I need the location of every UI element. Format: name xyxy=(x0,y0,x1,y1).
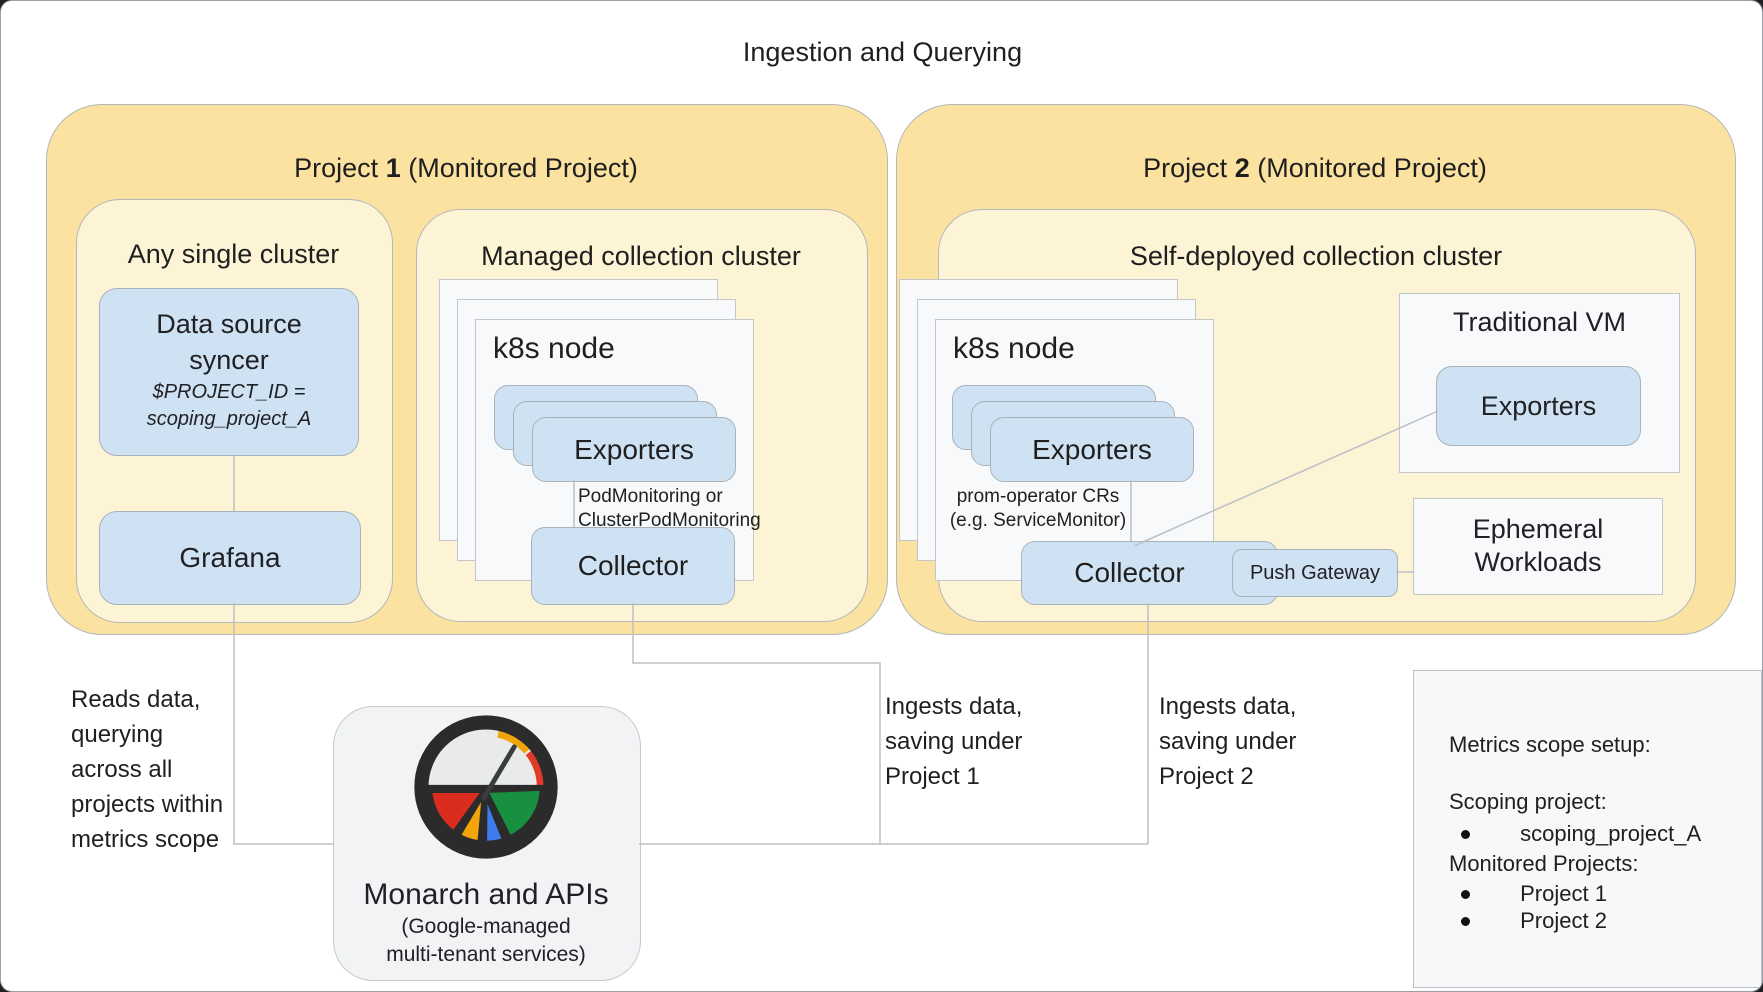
project1-qualifier: (Monitored Project) xyxy=(408,153,638,183)
monarch-subtitle: (Google-managed multi-tenant services) xyxy=(333,913,639,969)
ingest-project1-line1: Ingests data, xyxy=(885,693,1023,720)
traditional-vm-exporters-box: Exporters xyxy=(1436,366,1641,446)
ingest-project2-line1: Ingests data, xyxy=(1159,693,1297,720)
diagram-title: Ingestion and Querying xyxy=(742,37,1023,67)
ingest-project2-line3: Project 2 xyxy=(1159,763,1254,790)
p2-collector-label: Collector xyxy=(1074,557,1185,588)
p1-k8s-node-label: k8s node xyxy=(493,332,615,365)
reads-data-line4: projects within xyxy=(71,791,224,818)
traditional-vm-title: Traditional VM xyxy=(1452,307,1627,337)
p2-prom-operator-note: prom-operator CRs (e.g. ServiceMonitor) xyxy=(949,485,1127,533)
monarch-subtitle-line2: multi-tenant services) xyxy=(386,943,586,966)
data-source-syncer-label-line1: Data source xyxy=(156,309,302,339)
project2-number: 2 xyxy=(1234,153,1250,183)
grafana-box: Grafana xyxy=(99,511,361,605)
project1-header: Project 1 (Monitored Project) xyxy=(46,153,886,184)
push-gateway-box: Push Gateway xyxy=(1232,549,1398,597)
reads-data-line5: metrics scope xyxy=(71,826,220,853)
project2-qualifier: (Monitored Project) xyxy=(1257,153,1487,183)
ephemeral-workloads-line2: Workloads xyxy=(1474,547,1602,577)
metrics-scope-title: Metrics scope setup: xyxy=(1449,732,1651,757)
data-source-syncer-label-line2: syncer xyxy=(189,345,269,375)
monarch-subtitle-line1: (Google-managed xyxy=(401,915,571,938)
p1-exporters-box-front: Exporters xyxy=(532,417,736,482)
ephemeral-workloads-line1: Ephemeral xyxy=(1472,514,1604,544)
data-source-syncer-box: Data source syncer $PROJECT_ID = scoping… xyxy=(99,288,359,456)
p1-collector-box: Collector xyxy=(531,527,735,605)
ingest-project1-line3: Project 1 xyxy=(885,763,980,790)
project2-name: Project xyxy=(1143,153,1228,183)
data-source-syncer-projectid: $PROJECT_ID = xyxy=(152,381,306,403)
monarch-title: Monarch and APIs xyxy=(363,878,609,911)
ingest-project2-label: Ingests data, saving under Project 2 xyxy=(1159,689,1296,794)
any-single-cluster-title: Any single cluster xyxy=(127,239,340,269)
ingest-project2-line2: saving under xyxy=(1159,728,1297,755)
metrics-scope-scoping-label: Scoping project: xyxy=(1449,789,1607,814)
p1-podmonitoring-note-line2: ClusterPodMonitoring xyxy=(578,510,761,531)
metrics-scope-monitored-item2: Project 2 xyxy=(1461,907,1607,933)
bullet-icon xyxy=(1461,829,1470,839)
monitored-project1-value: Project 1 xyxy=(1520,881,1607,907)
data-source-syncer-scoping-project: scoping_project_A xyxy=(146,408,312,430)
metrics-scope-monitored-label: Monitored Projects: xyxy=(1449,851,1639,876)
p2-prom-operator-note-line1: prom-operator CRs xyxy=(956,486,1120,507)
cloud-monitoring-gauge-icon xyxy=(414,715,558,859)
reads-data-label: Reads data, querying across all projects… xyxy=(71,682,223,857)
project1-number: 1 xyxy=(385,153,401,183)
scoping-project-value: scoping_project_A xyxy=(1520,821,1702,847)
metrics-scope-monitored-item1: Project 1 xyxy=(1461,880,1607,906)
ingest-project1-label: Ingests data, saving under Project 1 xyxy=(885,689,1022,794)
monitored-project2-value: Project 2 xyxy=(1520,908,1607,934)
ephemeral-workloads-box: Ephemeral Workloads xyxy=(1413,498,1663,595)
metrics-scope-scoping-item: scoping_project_A xyxy=(1461,820,1701,846)
bullet-icon xyxy=(1461,916,1470,926)
reads-data-line2: querying xyxy=(71,721,164,748)
managed-cluster-title: Managed collection cluster xyxy=(481,241,801,271)
reads-data-line3: across all xyxy=(71,756,173,783)
ingest-project1-line2: saving under xyxy=(885,728,1023,755)
project1-name: Project xyxy=(294,153,379,183)
reads-data-line1: Reads data, xyxy=(71,686,201,713)
p1-podmonitoring-note: PodMonitoring or ClusterPodMonitoring xyxy=(578,485,761,533)
bullet-icon xyxy=(1461,889,1470,899)
p2-prom-operator-note-line2: (e.g. ServiceMonitor) xyxy=(949,510,1127,531)
p2-exporters-box-front: Exporters xyxy=(990,417,1194,482)
grafana-to-monarch-line xyxy=(233,603,333,845)
p1-podmonitoring-note-line1: PodMonitoring or xyxy=(578,486,723,507)
p2-k8s-node-label: k8s node xyxy=(953,332,1075,365)
p1-collector-to-monarch-line xyxy=(632,603,881,844)
self-deployed-cluster-title: Self-deployed collection cluster xyxy=(1129,241,1503,271)
project2-header: Project 2 (Monitored Project) xyxy=(896,153,1734,184)
metrics-scope-box xyxy=(1413,670,1762,988)
